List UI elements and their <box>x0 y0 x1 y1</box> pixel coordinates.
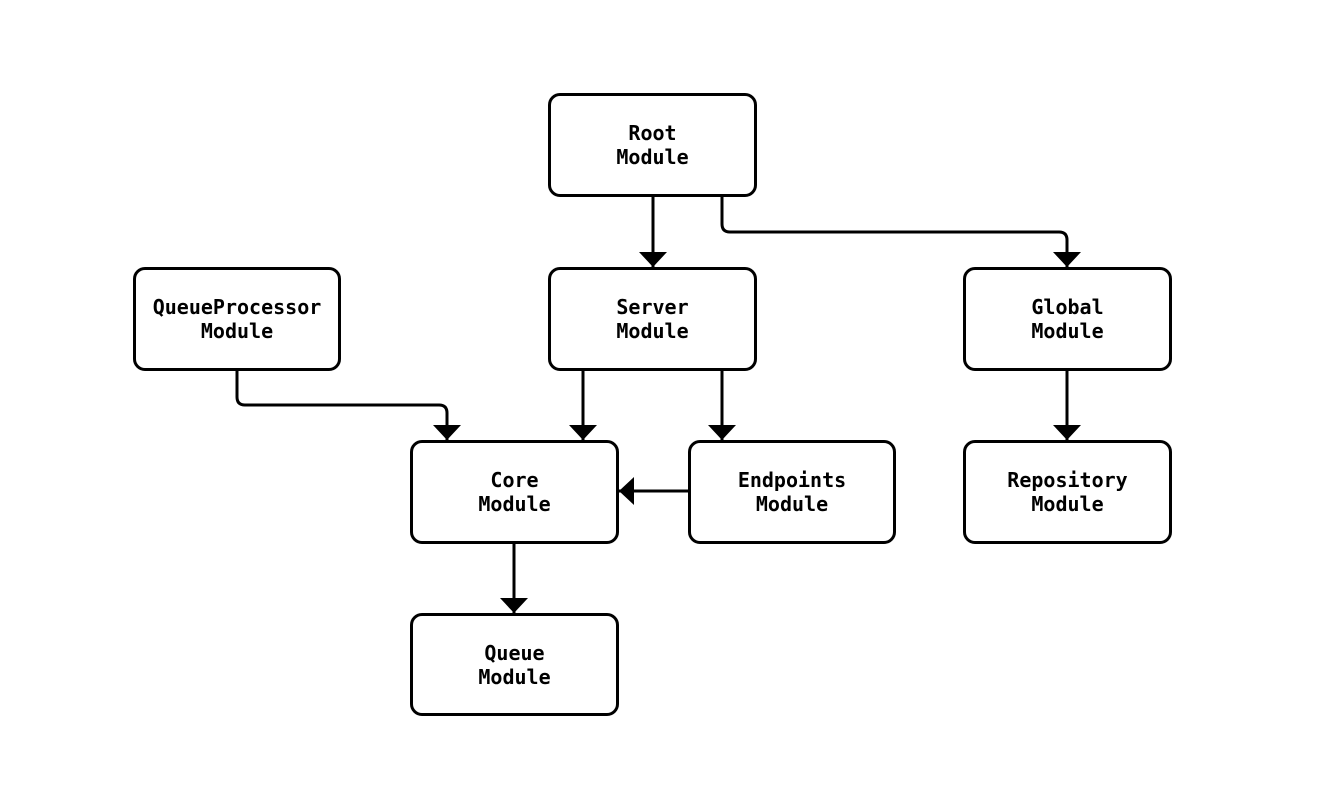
node-label-endpoints-module: Endpoints Module <box>737 468 847 516</box>
node-repository-module: Repository Module <box>963 440 1172 544</box>
node-label-queueprocessor-module: QueueProcessor Module <box>152 295 322 343</box>
node-label-queue-module: Queue Module <box>478 640 551 689</box>
node-root-module: Root Module <box>548 93 757 197</box>
node-endpoints-module: Endpoints Module <box>688 440 896 544</box>
node-core-module: Core Module <box>410 440 619 544</box>
node-label-root-module: Root Module <box>616 121 689 169</box>
node-label-global-module: Global Module <box>1031 295 1104 343</box>
node-queueprocessor-module: QueueProcessor Module <box>133 267 341 371</box>
node-global-module: Global Module <box>963 267 1172 371</box>
edge-queueprocessor-module-to-core-module <box>235 371 461 440</box>
node-label-server-module: Server Module <box>616 295 689 343</box>
edge-root-module-to-global-module <box>720 197 1081 267</box>
node-queue-module: Queue Module <box>410 613 619 716</box>
node-label-repository-module: Repository Module <box>1007 468 1128 516</box>
node-server-module: Server Module <box>548 267 757 371</box>
node-label-core-module: Core Module <box>478 468 551 516</box>
